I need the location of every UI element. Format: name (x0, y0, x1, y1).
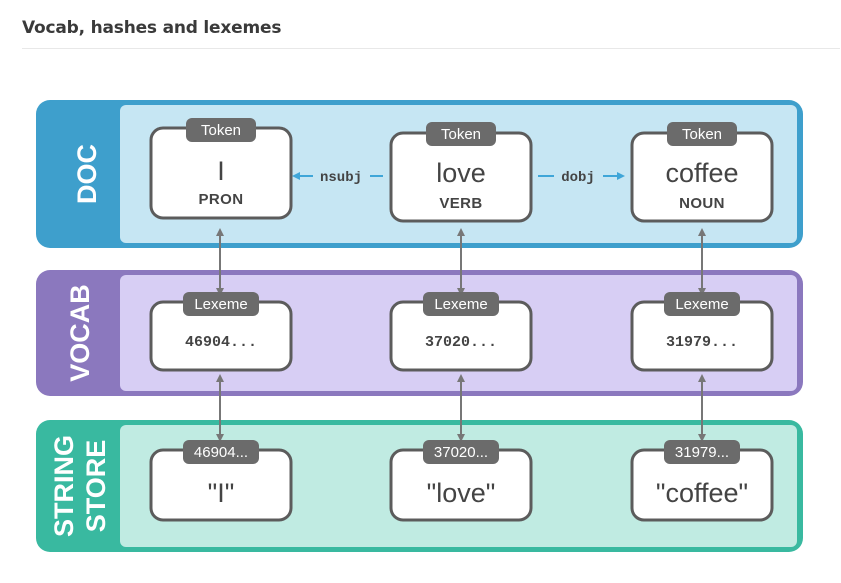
token-box-i: Token I PRON (149, 118, 293, 220)
string-hash-tag-label: 37020... (434, 444, 488, 461)
dependency-dobj-label: dobj (561, 170, 595, 186)
token-tag-label: Token (441, 126, 481, 143)
string-store-label-line2: STORE (81, 440, 111, 533)
token-text: love (436, 158, 486, 188)
string-hash-tag-label: 31979... (675, 444, 729, 461)
string-value: "coffee" (656, 478, 748, 508)
string-box-coffee: 31979... "coffee" (630, 440, 774, 522)
title-divider (22, 48, 840, 49)
vocab-panel-label: VOCAB (65, 284, 95, 382)
layer-connectors (216, 228, 706, 442)
lexeme-tag-label: Lexeme (194, 296, 247, 313)
token-pos: PRON (199, 191, 244, 208)
lexeme-box-love: Lexeme 37020... (389, 292, 533, 372)
lexeme-tag-label: Lexeme (675, 296, 728, 313)
string-store-label-line1: STRING (49, 435, 79, 537)
lexeme-hash: 46904... (185, 334, 257, 351)
string-value: "I" (208, 478, 235, 508)
token-text: I (217, 156, 225, 186)
string-hash-tag (183, 440, 259, 464)
lexeme-tag (183, 292, 259, 316)
dependency-nsubj-label: nsubj (320, 170, 362, 186)
string-hash-tag-label: 46904... (194, 444, 248, 461)
string-value: "love" (427, 478, 496, 508)
lexeme-tag (664, 292, 740, 316)
token-tag (426, 122, 496, 146)
token-pos: VERB (439, 195, 482, 212)
dependency-dobj: dobj (538, 170, 625, 186)
string-hash-tag (423, 440, 499, 464)
string-box-love: 37020... "love" (389, 440, 533, 522)
token-tag-label: Token (682, 126, 722, 143)
lexeme-tag-label: Lexeme (434, 296, 487, 313)
token-text: coffee (665, 158, 738, 188)
token-box-coffee: Token coffee NOUN (630, 122, 774, 223)
string-hash-tag (664, 440, 740, 464)
doc-panel-label: DOC (72, 144, 102, 204)
lexeme-box-i: Lexeme 46904... (149, 292, 293, 372)
lexeme-hash: 31979... (666, 334, 738, 351)
page-title: Vocab, hashes and lexemes (22, 18, 282, 38)
dependency-nsubj: nsubj (292, 170, 383, 186)
string-box-i: 46904... "I" (149, 440, 293, 522)
token-box-love: Token love VERB (389, 122, 533, 223)
token-tag (667, 122, 737, 146)
token-tag (186, 118, 256, 142)
token-pos: NOUN (679, 195, 725, 212)
token-tag-label: Token (201, 122, 241, 139)
lexeme-hash: 37020... (425, 334, 497, 351)
lexeme-tag (423, 292, 499, 316)
lexeme-box-coffee: Lexeme 31979... (630, 292, 774, 372)
